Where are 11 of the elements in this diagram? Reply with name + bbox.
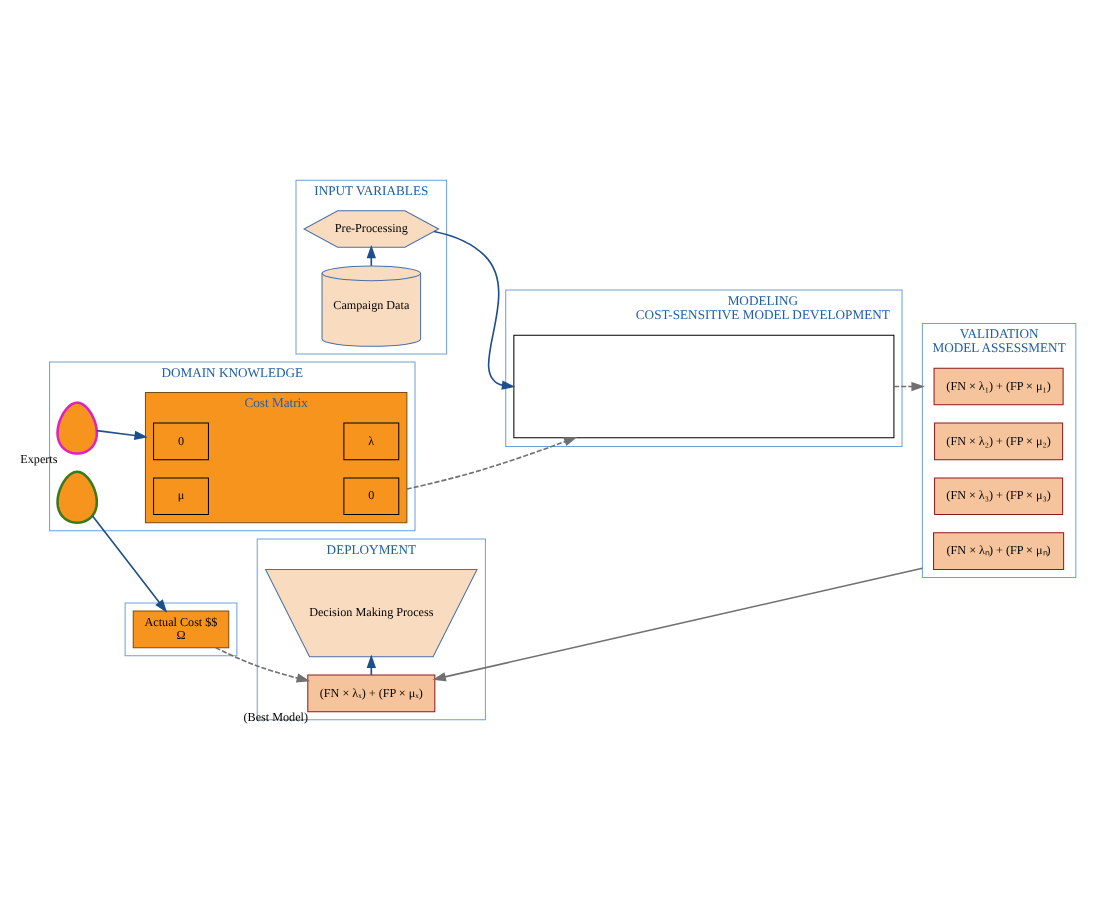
arrow <box>96 429 148 441</box>
arrow <box>406 437 578 490</box>
arrow <box>433 230 516 390</box>
arrow <box>893 381 925 392</box>
cluster <box>124 602 238 657</box>
node-person <box>56 401 99 455</box>
arrow <box>432 567 924 682</box>
node-person <box>56 470 99 524</box>
arrow <box>91 515 168 613</box>
arrow <box>214 646 311 683</box>
node-box <box>513 334 895 439</box>
